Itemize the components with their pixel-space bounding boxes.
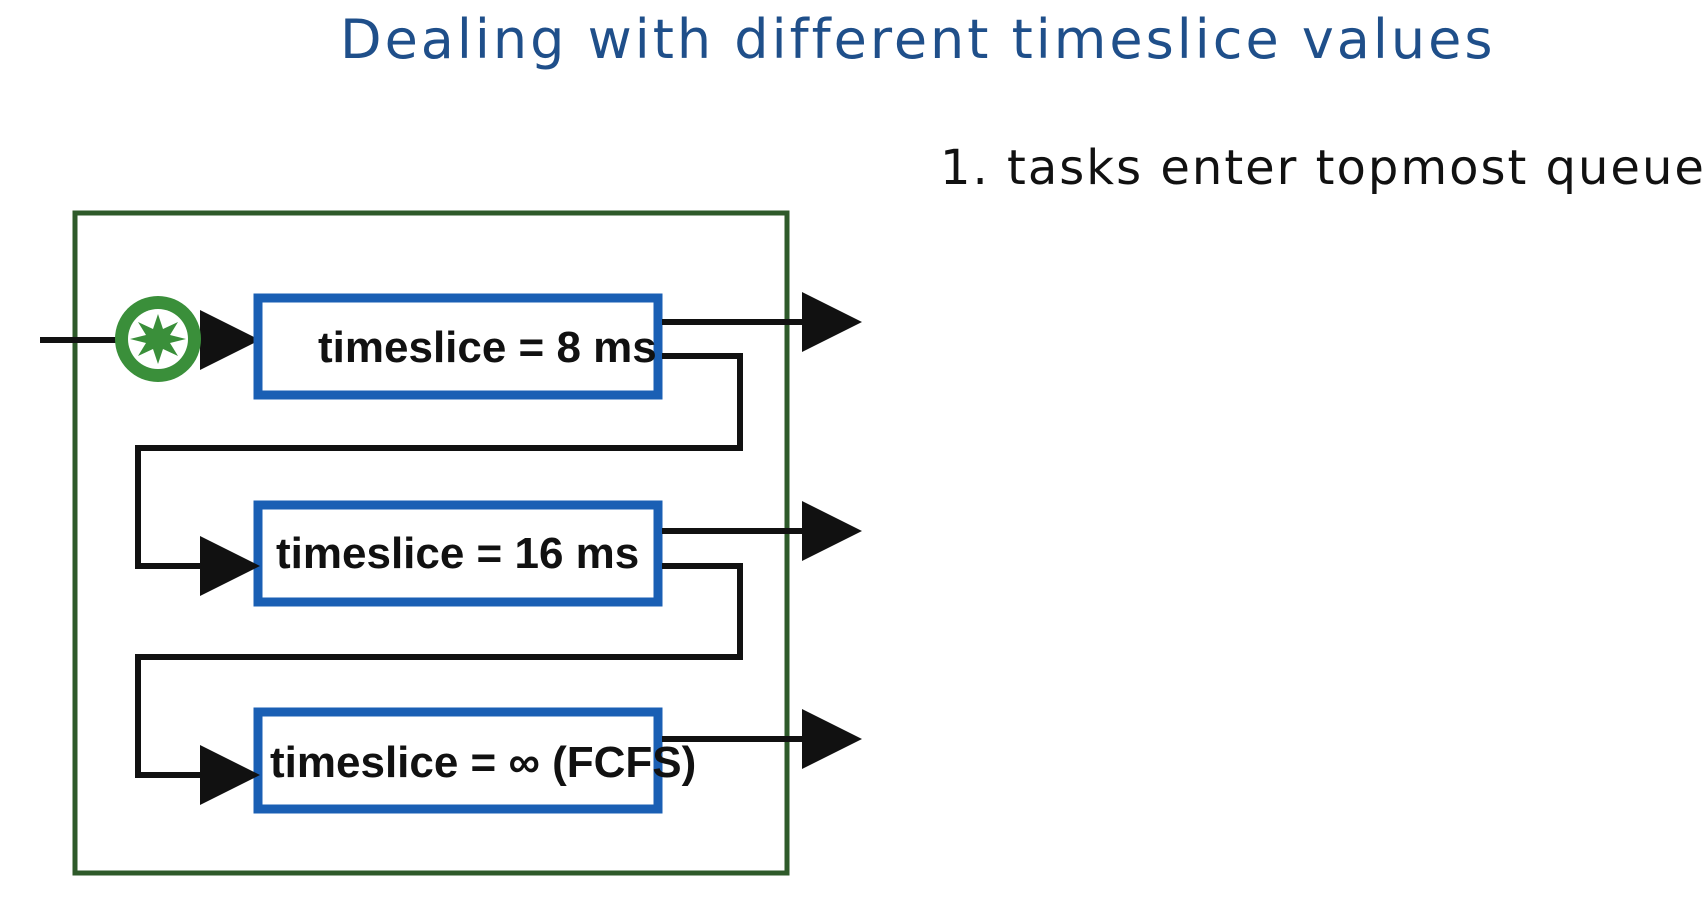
note-1: 1. tasks enter topmost queue xyxy=(940,140,1704,196)
queue-box-2 xyxy=(253,500,663,607)
demote-arrow-1-to-2 xyxy=(135,353,743,596)
star-burst-icon xyxy=(130,314,186,364)
page-title: Dealing with different timeslice values xyxy=(340,8,1496,71)
queue-label-3: timeslice = ∞ (FCFS) xyxy=(270,738,696,787)
queue-box-1 xyxy=(253,293,663,400)
queue-label-2: timeslice = 16 ms xyxy=(276,529,639,578)
demote-arrow-2-to-3 xyxy=(135,563,743,805)
task-token xyxy=(115,296,201,382)
queue-label-1: timeslice = 8 ms xyxy=(318,323,657,372)
scheduler-outline xyxy=(72,210,790,876)
